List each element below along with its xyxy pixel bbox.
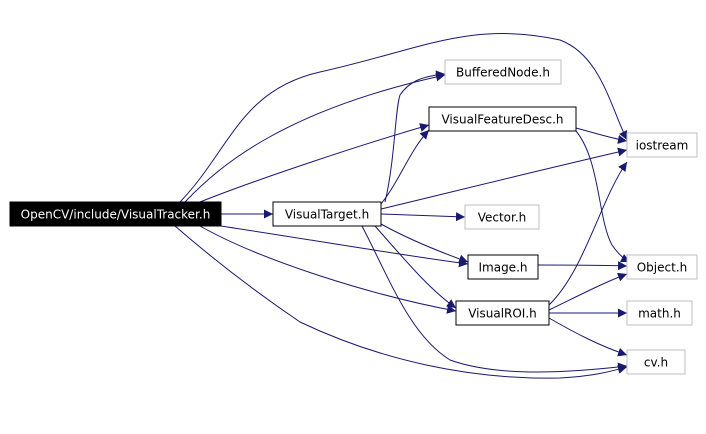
node-label-visual-target: VisualTarget.h: [285, 208, 369, 222]
node-box-visual-roi: [455, 300, 550, 326]
node-visual-target[interactable]: VisualTarget.h: [272, 201, 382, 227]
node-buffered-node: BufferedNode.h: [444, 59, 562, 85]
edge-visual-target-to-image: [380, 223, 469, 264]
node-label-visual-roi: VisualROI.h: [468, 307, 537, 321]
edge-visual-roi-to-cv: [548, 317, 628, 357]
node-layer: OpenCV/include/VisualTracker.h VisualTarg…: [9, 59, 698, 375]
node-box-math: [626, 300, 693, 326]
edge-visual-target-to-buffered-node: [384, 70, 446, 203]
node-box-vector: [464, 204, 540, 230]
edge-root-to-cv: [174, 225, 628, 379]
node-box-visual-target: [272, 201, 382, 227]
node-label-buffered-node: BufferedNode.h: [456, 66, 550, 80]
edge-visual-target-to-visual-feature-desc: [380, 129, 430, 205]
node-object: Object.h: [626, 254, 698, 280]
node-math: math.h: [626, 300, 693, 326]
edge-root-to-image: [220, 225, 469, 268]
node-vector: Vector.h: [464, 204, 540, 230]
node-label-root: OpenCV/include/VisualTracker.h: [21, 208, 211, 222]
node-visual-feature-desc[interactable]: VisualFeatureDesc.h: [428, 106, 577, 132]
edge-image-to-object: [537, 261, 628, 271]
node-box-iostream: [626, 132, 698, 158]
node-box-visual-feature-desc: [428, 106, 577, 132]
edge-visual-target-to-visual-roi: [374, 225, 457, 309]
node-box-cv: [626, 349, 686, 375]
edge-visual-feature-desc-to-object: [575, 130, 631, 263]
node-label-cv: cv.h: [644, 356, 668, 370]
edge-visual-target-to-cv: [361, 225, 628, 373]
node-label-math: math.h: [638, 307, 681, 321]
edge-root-to-buffered-node: [184, 72, 446, 203]
node-box-root: [9, 201, 222, 227]
edge-root-to-visual-roi: [199, 225, 457, 314]
node-box-buffered-node: [444, 59, 562, 85]
node-label-image: Image.h: [478, 261, 527, 275]
node-cv: cv.h: [626, 349, 686, 375]
node-label-object: Object.h: [637, 261, 688, 275]
node-label-iostream: iostream: [636, 139, 689, 153]
node-iostream: iostream: [626, 132, 698, 158]
node-visual-roi[interactable]: VisualROI.h: [455, 300, 550, 326]
node-label-vector: Vector.h: [478, 211, 527, 225]
node-image[interactable]: Image.h: [467, 254, 539, 280]
edge-root-to-visual-feature-desc: [199, 123, 430, 203]
edge-root-to-iostream: [179, 32, 628, 203]
node-root[interactable]: OpenCV/include/VisualTracker.h: [9, 201, 222, 227]
edge-visual-feature-desc-to-iostream: [575, 127, 628, 144]
edge-visual-target-to-vector: [380, 212, 466, 222]
edge-visual-target-to-iostream: [380, 147, 628, 210]
edge-visual-roi-to-object: [548, 272, 628, 311]
node-label-visual-feature-desc: VisualFeatureDesc.h: [441, 113, 563, 127]
node-box-object: [626, 254, 698, 280]
node-box-image: [467, 254, 539, 280]
edge-visual-roi-to-iostream: [548, 161, 628, 306]
edge-layer: [174, 32, 631, 379]
